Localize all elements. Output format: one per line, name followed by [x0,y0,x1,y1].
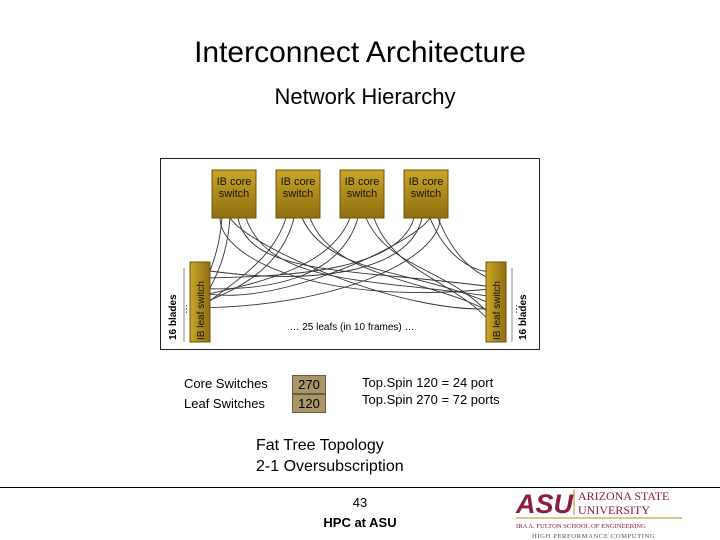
leaf-switch-left-label: IB leaf switch [196,281,207,340]
core-switch-1-label-line2: switch [219,188,250,200]
asu-logo-initials: ASU [515,489,575,519]
leafs-caption: … 25 leafs (in 10 frames) … [289,322,414,333]
core-switches-label: Core Switches [184,376,268,391]
asu-logo-line1: ARIZONA STATE [578,489,669,503]
leaf-switches-label: Leaf Switches [184,396,265,411]
blades-right-label: 16 blades [518,294,529,340]
asu-logo-dept: HIGH PERFORMANCE COMPUTING [532,533,655,540]
blades-right: 16 blades … [509,268,529,342]
topology-text: Fat Tree Topology 2-1 Oversubscription [256,435,404,477]
footer-label: HPC at ASU [323,515,397,530]
slide-subtitle: Network Hierarchy [274,84,456,109]
note-line1: Top.Spin 120 = 24 port [362,375,494,390]
core-switches-value: 270 [292,375,326,394]
topology-line1: Fat Tree Topology [256,437,384,454]
blades-left-ellipsis: … [179,304,190,314]
page-number: 43 [352,495,368,510]
leaf-switch-left: IB leaf switch [189,261,211,343]
footer-divider [0,487,720,488]
asu-logo-school: IRA A. FULTON SCHOOL OF ENGINEERING [516,523,646,530]
blades-left-label: 16 blades [168,294,179,340]
blades-right-ellipsis: … [509,304,520,314]
slide-title: Interconnect Architecture [194,36,526,69]
leaf-switch-right-label: IB leaf switch [492,281,503,340]
blades-left: 16 blades … [168,268,190,342]
asu-logo: ASU ARIZONA STATE UNIVERSITY IRA A. FULT… [515,489,682,540]
note-line2: Top.Spin 270 = 72 ports [362,392,500,407]
leaf-switch-right: IB leaf switch [485,261,507,343]
topology-line2: 2-1 Oversubscription [256,458,404,475]
core-switch-1-label-line1: IB core [217,176,252,188]
leaf-switches-value: 120 [292,394,326,413]
asu-logo-line2: UNIVERSITY [578,503,650,517]
